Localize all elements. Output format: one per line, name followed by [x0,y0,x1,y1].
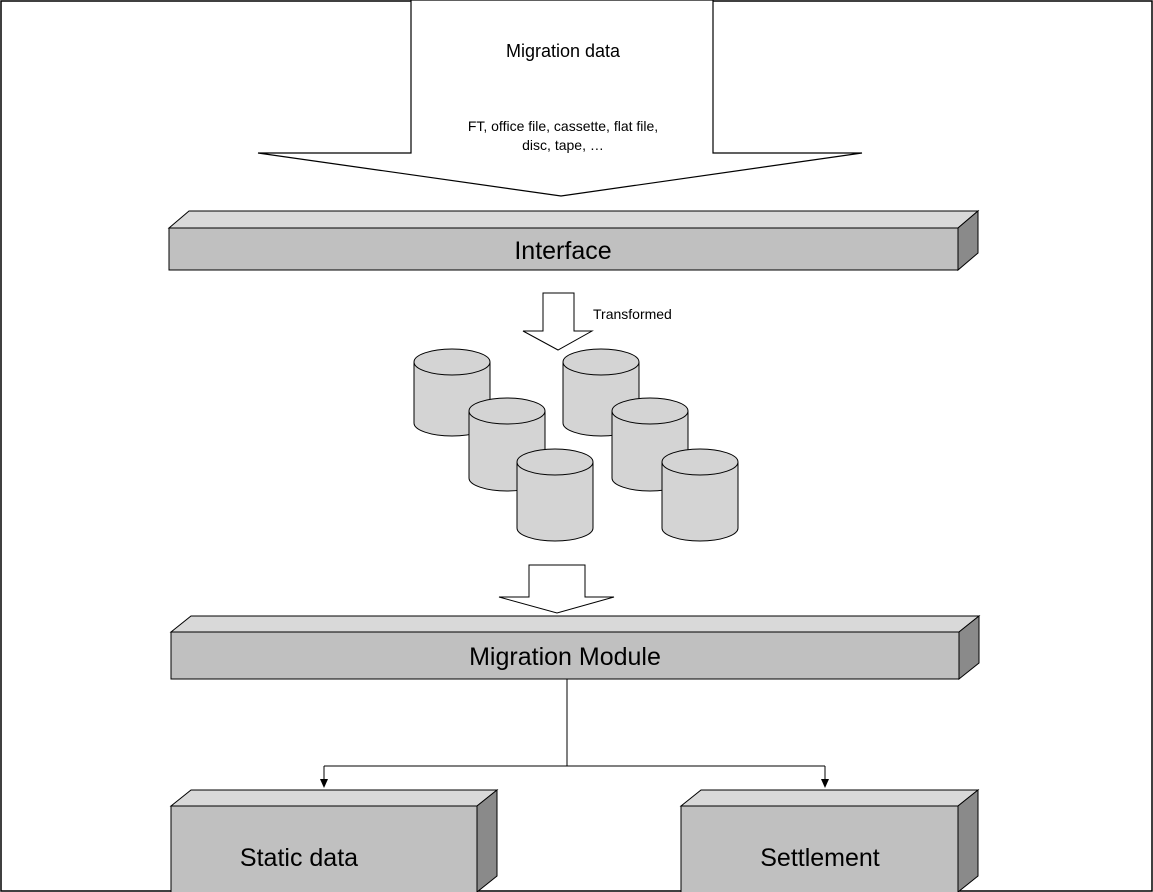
static-data-box-front [170,805,478,892]
static-data-box-top [169,789,499,807]
database-cylinder [661,448,739,542]
migration-data-arrow-shape [257,0,863,197]
migration-data-title: Migration data [506,41,621,61]
migration-data-detail-line2: disc, tape, … [522,137,604,153]
settlement-label: Settlement [760,844,880,872]
interface-box: Interface [167,209,980,272]
arrowhead-static [320,779,328,788]
settlement-box-front [680,805,959,892]
settlement-box-side [957,788,979,892]
transformed-arrow: Transformed [522,292,672,351]
interface-box-top [167,210,980,229]
settlement-box: Settlement [679,788,980,892]
migration-module-label: Migration Module [469,643,661,671]
transformed-arrow-shape [522,292,594,351]
migration-data-detail-line1: FT, office file, cassette, flat file, [468,118,658,134]
migration-data-arrow: Migration data FT, office file, cassette… [257,0,863,197]
output-connectors [323,679,826,780]
database-cylinder [516,448,594,542]
migration-module-box-front [170,631,960,680]
static-data-label: Static data [240,844,358,872]
interface-box-front [168,227,959,271]
migration-module-box: Migration Module [169,614,981,681]
arrowhead-settlement [821,779,829,788]
migration-module-box-top [169,615,981,633]
database-cluster [413,348,739,542]
transformed-label: Transformed [593,306,672,322]
module-input-arrow [498,564,615,614]
interface-label: Interface [514,237,611,265]
static-data-box-side [476,788,498,892]
settlement-box-top [679,789,980,807]
static-data-box: Static data [169,788,499,892]
